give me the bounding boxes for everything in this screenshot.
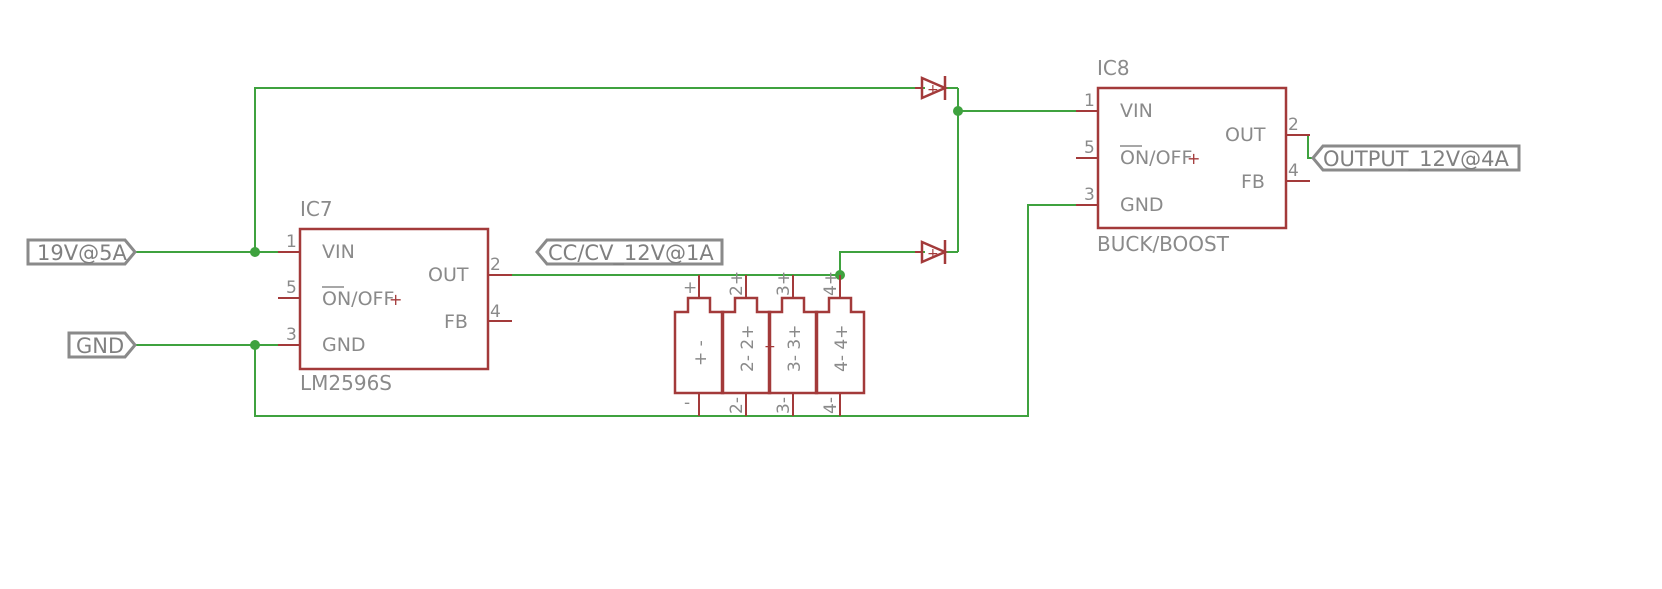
ic7-pin-onoff-label: ON/OFF [322, 288, 394, 310]
ic8[interactable]: IC8 BUCK/BOOST 1 5 3 2 4 VIN ON/OFF + GN… [1076, 56, 1310, 256]
diode-d2-origin-cross: + [927, 246, 939, 262]
cell-2-top-label: 2+ [727, 271, 747, 296]
battery-cell-3: 3+ 3- 3- 3+ + [764, 271, 819, 416]
ic7-pin-fb-label: FB [444, 311, 468, 333]
battery-cell-1: + - + - [673, 275, 725, 416]
ic8-name: IC8 [1097, 56, 1130, 80]
ic7-origin-cross: + [389, 290, 402, 309]
cell-3-top-label: 3+ [774, 271, 794, 296]
junction-gnd [250, 340, 260, 350]
junction-vin [250, 247, 260, 257]
cell-4-bottom-label: 4- [821, 397, 841, 414]
ic8-pin4-num: 4 [1288, 161, 1299, 181]
cell-1-inner-label: + - [691, 340, 711, 366]
port-cc-cv-shape [535, 238, 724, 266]
junction-diode-or [953, 106, 963, 116]
battery-cell-4: 4+ 4- 4- 4+ [814, 271, 866, 416]
ic8-pin-vin-label: VIN [1120, 100, 1153, 122]
ic7-pin3-num: 3 [286, 325, 297, 345]
ic7-pin1-num: 1 [286, 232, 297, 252]
port-19v-label: 19V@5A [37, 241, 127, 265]
port-19v-shape [26, 238, 137, 266]
port-gnd-label: GND [76, 334, 124, 358]
cell-1-bottom-label: - [684, 393, 690, 413]
ic7-pin5-num: 5 [286, 278, 297, 298]
ic7-pin2-num: 2 [490, 255, 501, 275]
cell-2-inner-label: 2- 2+ [738, 325, 758, 372]
cell-4-top-label: 4+ [821, 271, 841, 296]
ic8-pin-gnd-label: GND [1120, 194, 1164, 216]
wire-ic8-out [1307, 135, 1313, 159]
port-gnd[interactable]: GND [67, 331, 137, 359]
ic8-pin-onoff-label: ON/OFF [1120, 147, 1192, 169]
ic7-pin-vin-label: VIN [322, 241, 355, 263]
junctions [250, 106, 963, 350]
ic8-origin-cross: + [1187, 149, 1200, 168]
cell-2-bottom-label: 2- [727, 397, 747, 414]
battery-origin-cross: + [764, 339, 776, 355]
ic8-pin1-num: 1 [1084, 91, 1095, 111]
wire-batt-to-diode2 [839, 251, 925, 275]
ic8-pin-out-label: OUT [1225, 124, 1266, 146]
diode-d1[interactable]: + [915, 76, 949, 100]
ic7[interactable]: IC7 LM2596S 1 5 3 2 4 VIN ON/OFF + GND O… [278, 197, 512, 395]
ic8-pin2-num: 2 [1288, 115, 1299, 135]
port-cc-cv-label: CC/CV_12V@1A [548, 241, 714, 266]
ic8-pin-fb-label: FB [1241, 171, 1265, 193]
ic7-pin4-num: 4 [490, 302, 501, 322]
port-19v[interactable]: 19V@5A [26, 238, 137, 266]
ic8-value: BUCK/BOOST [1097, 232, 1230, 256]
battery-pack[interactable]: + - + - 2+ 2- 2- 2+ 3+ 3- 3- 3+ + [673, 271, 866, 416]
ic8-pin3-num: 3 [1084, 185, 1095, 205]
diode-d2[interactable]: + [915, 240, 949, 264]
battery-cell-2: 2+ 2- 2- 2+ [720, 271, 772, 416]
ic7-pin-out-label: OUT [428, 264, 469, 286]
port-gnd-shape [67, 331, 137, 359]
ic7-name: IC7 [300, 197, 333, 221]
cell-4-inner-label: 4- 4+ [832, 325, 852, 372]
port-output[interactable]: OUTPUT_12V@4A [1311, 144, 1521, 172]
cell-1-top-label: + [683, 278, 697, 298]
cell-3-inner-label: 3- 3+ [785, 325, 805, 372]
wire-gnd-rail [254, 204, 1078, 417]
port-output-label: OUTPUT_12V@4A [1323, 147, 1510, 172]
ic8-pin5-num: 5 [1084, 138, 1095, 158]
port-output-shape [1311, 144, 1521, 172]
wires [135, 87, 1313, 417]
diode-d1-origin-cross: + [927, 82, 939, 98]
cell-4-body [814, 296, 866, 395]
wire-vin-top-rail [254, 87, 925, 252]
port-cc-cv[interactable]: CC/CV_12V@1A [535, 238, 724, 266]
cell-3-bottom-label: 3- [774, 397, 794, 414]
ic7-value: LM2596S [300, 371, 392, 395]
ic7-pin-gnd-label: GND [322, 334, 366, 356]
